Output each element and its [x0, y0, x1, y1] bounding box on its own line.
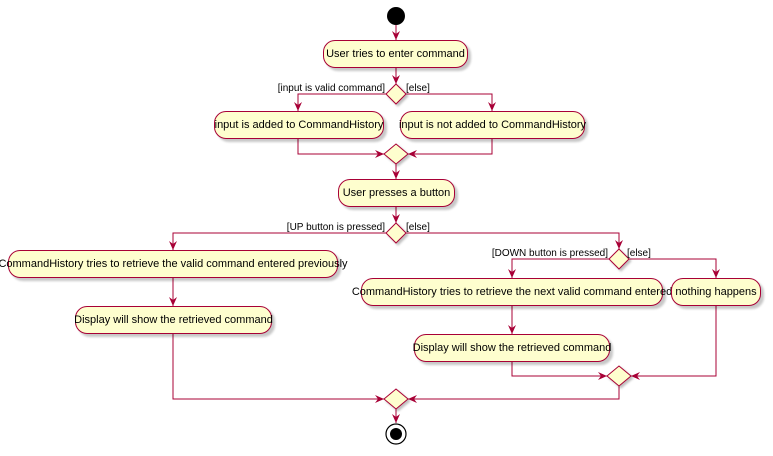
end-node: [385, 423, 407, 445]
guard-valid-else: [else]: [406, 83, 430, 94]
action-retrieve-next: CommandHistory tries to retrieve the nex…: [352, 278, 672, 306]
action-user-enters-command: User tries to enter command: [323, 40, 468, 68]
merge-down-branch: [606, 365, 632, 387]
guard-up-button: [UP button is pressed]: [286, 222, 385, 233]
merge-history: [383, 143, 409, 165]
action-display-retrieved-left: Display will show the retrieved command: [74, 306, 273, 334]
edge-d1-yes: [294, 93, 386, 111]
action-nothing-happens: nothing happens: [671, 278, 761, 306]
decision-down-button: [608, 248, 630, 270]
edge-d1-no: [406, 93, 496, 111]
edge-n2-to-merge1: [297, 138, 384, 158]
edge-n8-to-merge3: [511, 362, 607, 380]
edge-d2-no: [406, 232, 623, 249]
action-input-added: input is added to CommandHistory: [214, 111, 384, 139]
action-input-not-added: input is not added to CommandHistory: [399, 111, 586, 139]
action-retrieve-previous: CommandHistory tries to retrieve the val…: [0, 250, 348, 278]
action-user-presses-button: User presses a button: [338, 179, 455, 207]
edge-d3-yes: [508, 258, 609, 278]
edge-d3-no: [629, 258, 720, 278]
edge-n9-to-merge3: [631, 306, 717, 380]
merge-final: [383, 388, 409, 410]
edge-n3-to-merge1: [408, 138, 493, 158]
decision-up-button: [385, 222, 407, 244]
decision-valid-input: [385, 83, 407, 105]
action-display-retrieved-right: Display will show the retrieved command: [413, 334, 611, 362]
edge-merge3-to-merge2: [408, 386, 620, 403]
edge-d2-yes: [169, 232, 386, 250]
guard-down-button: [DOWN button is pressed]: [491, 248, 608, 259]
edge-n6-to-merge2: [172, 334, 384, 403]
guard-up-else: [else]: [406, 222, 430, 233]
guard-valid-input: [input is valid command]: [277, 83, 385, 94]
start-node: [387, 7, 405, 25]
guard-down-else: [else]: [627, 248, 651, 259]
